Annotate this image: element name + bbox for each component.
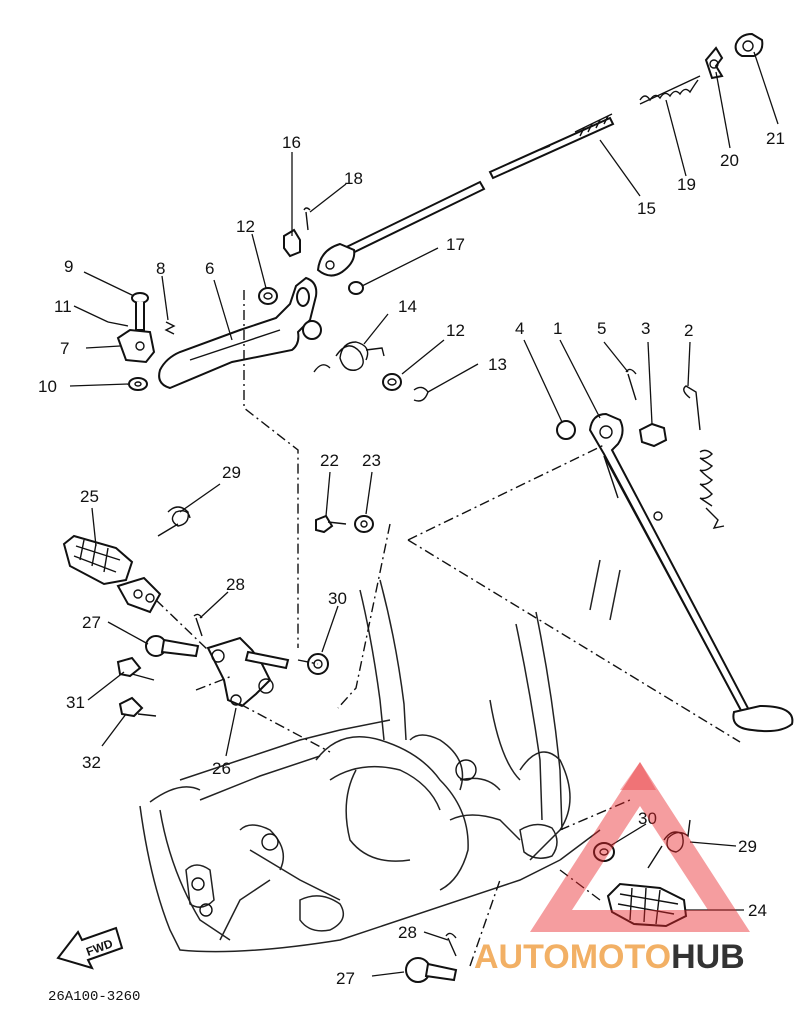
- leader-lines: [69, 51, 779, 977]
- part-label-5: 5: [597, 319, 606, 338]
- part-label-7: 7: [60, 339, 69, 358]
- part-label-4: 4: [515, 319, 524, 338]
- part-label-2: 2: [684, 321, 693, 340]
- part-label-12-lower: 12: [446, 321, 465, 340]
- part-label-17: 17: [446, 235, 465, 254]
- part-label-30-lower: 30: [638, 809, 657, 828]
- footrest-assembly-left: [62, 506, 374, 718]
- part-label-6: 6: [205, 259, 214, 278]
- part-label-19: 19: [677, 175, 696, 194]
- part-label-1: 1: [553, 319, 562, 338]
- svg-text:AUTOMOTOHUB: AUTOMOTOHUB: [474, 938, 745, 976]
- part-label-28-upper: 28: [226, 575, 245, 594]
- brake-pedal-assembly: [107, 207, 429, 402]
- automotohub-watermark: AUTOMOTOHUB: [474, 762, 750, 976]
- part-label-29-upper: 29: [222, 463, 241, 482]
- part-label-15: 15: [637, 199, 656, 218]
- part-label-29-lower: 29: [738, 837, 757, 856]
- part-label-8: 8: [156, 259, 165, 278]
- frame-outline: [139, 559, 621, 953]
- part-label-27-upper: 27: [82, 613, 101, 632]
- part-label-20: 20: [720, 151, 739, 170]
- part-label-10: 10: [38, 377, 57, 396]
- assembly-lines: [155, 290, 741, 967]
- watermark-text-colored: AUTOMOTO: [474, 938, 671, 976]
- part-label-3: 3: [641, 319, 650, 338]
- side-stand: [556, 368, 794, 733]
- part-label-27-lower: 27: [336, 969, 355, 988]
- part-label-16: 16: [282, 133, 301, 152]
- rod-assembly: [316, 32, 764, 277]
- footrest-assembly-right: [405, 819, 691, 983]
- part-label-21: 21: [766, 129, 785, 148]
- part-label-14: 14: [398, 297, 417, 316]
- part-label-26: 26: [212, 759, 231, 778]
- watermark-text-dark: HUB: [671, 938, 745, 976]
- part-label-22: 22: [320, 451, 339, 470]
- part-label-13: 13: [488, 355, 507, 374]
- part-label-23: 23: [362, 451, 381, 470]
- forward-direction-arrow: FWD: [56, 926, 124, 970]
- part-label-18: 18: [344, 169, 363, 188]
- part-label-24: 24: [748, 901, 767, 920]
- part-label-12-upper: 12: [236, 217, 255, 236]
- part-label-32: 32: [82, 753, 101, 772]
- part-label-30-upper: 30: [328, 589, 347, 608]
- part-number-labels: 1 2 3 4 5 6 7 8 9 10 11 12 12 13 14 15 1…: [38, 129, 785, 988]
- part-label-28-lower: 28: [398, 923, 417, 942]
- part-label-31: 31: [66, 693, 85, 712]
- part-label-11: 11: [54, 297, 72, 316]
- part-label-25: 25: [80, 487, 99, 506]
- watermark-triangle-logo: [530, 762, 750, 932]
- part-label-9: 9: [64, 257, 73, 276]
- drawing-code: 26A100-3260: [48, 989, 140, 1005]
